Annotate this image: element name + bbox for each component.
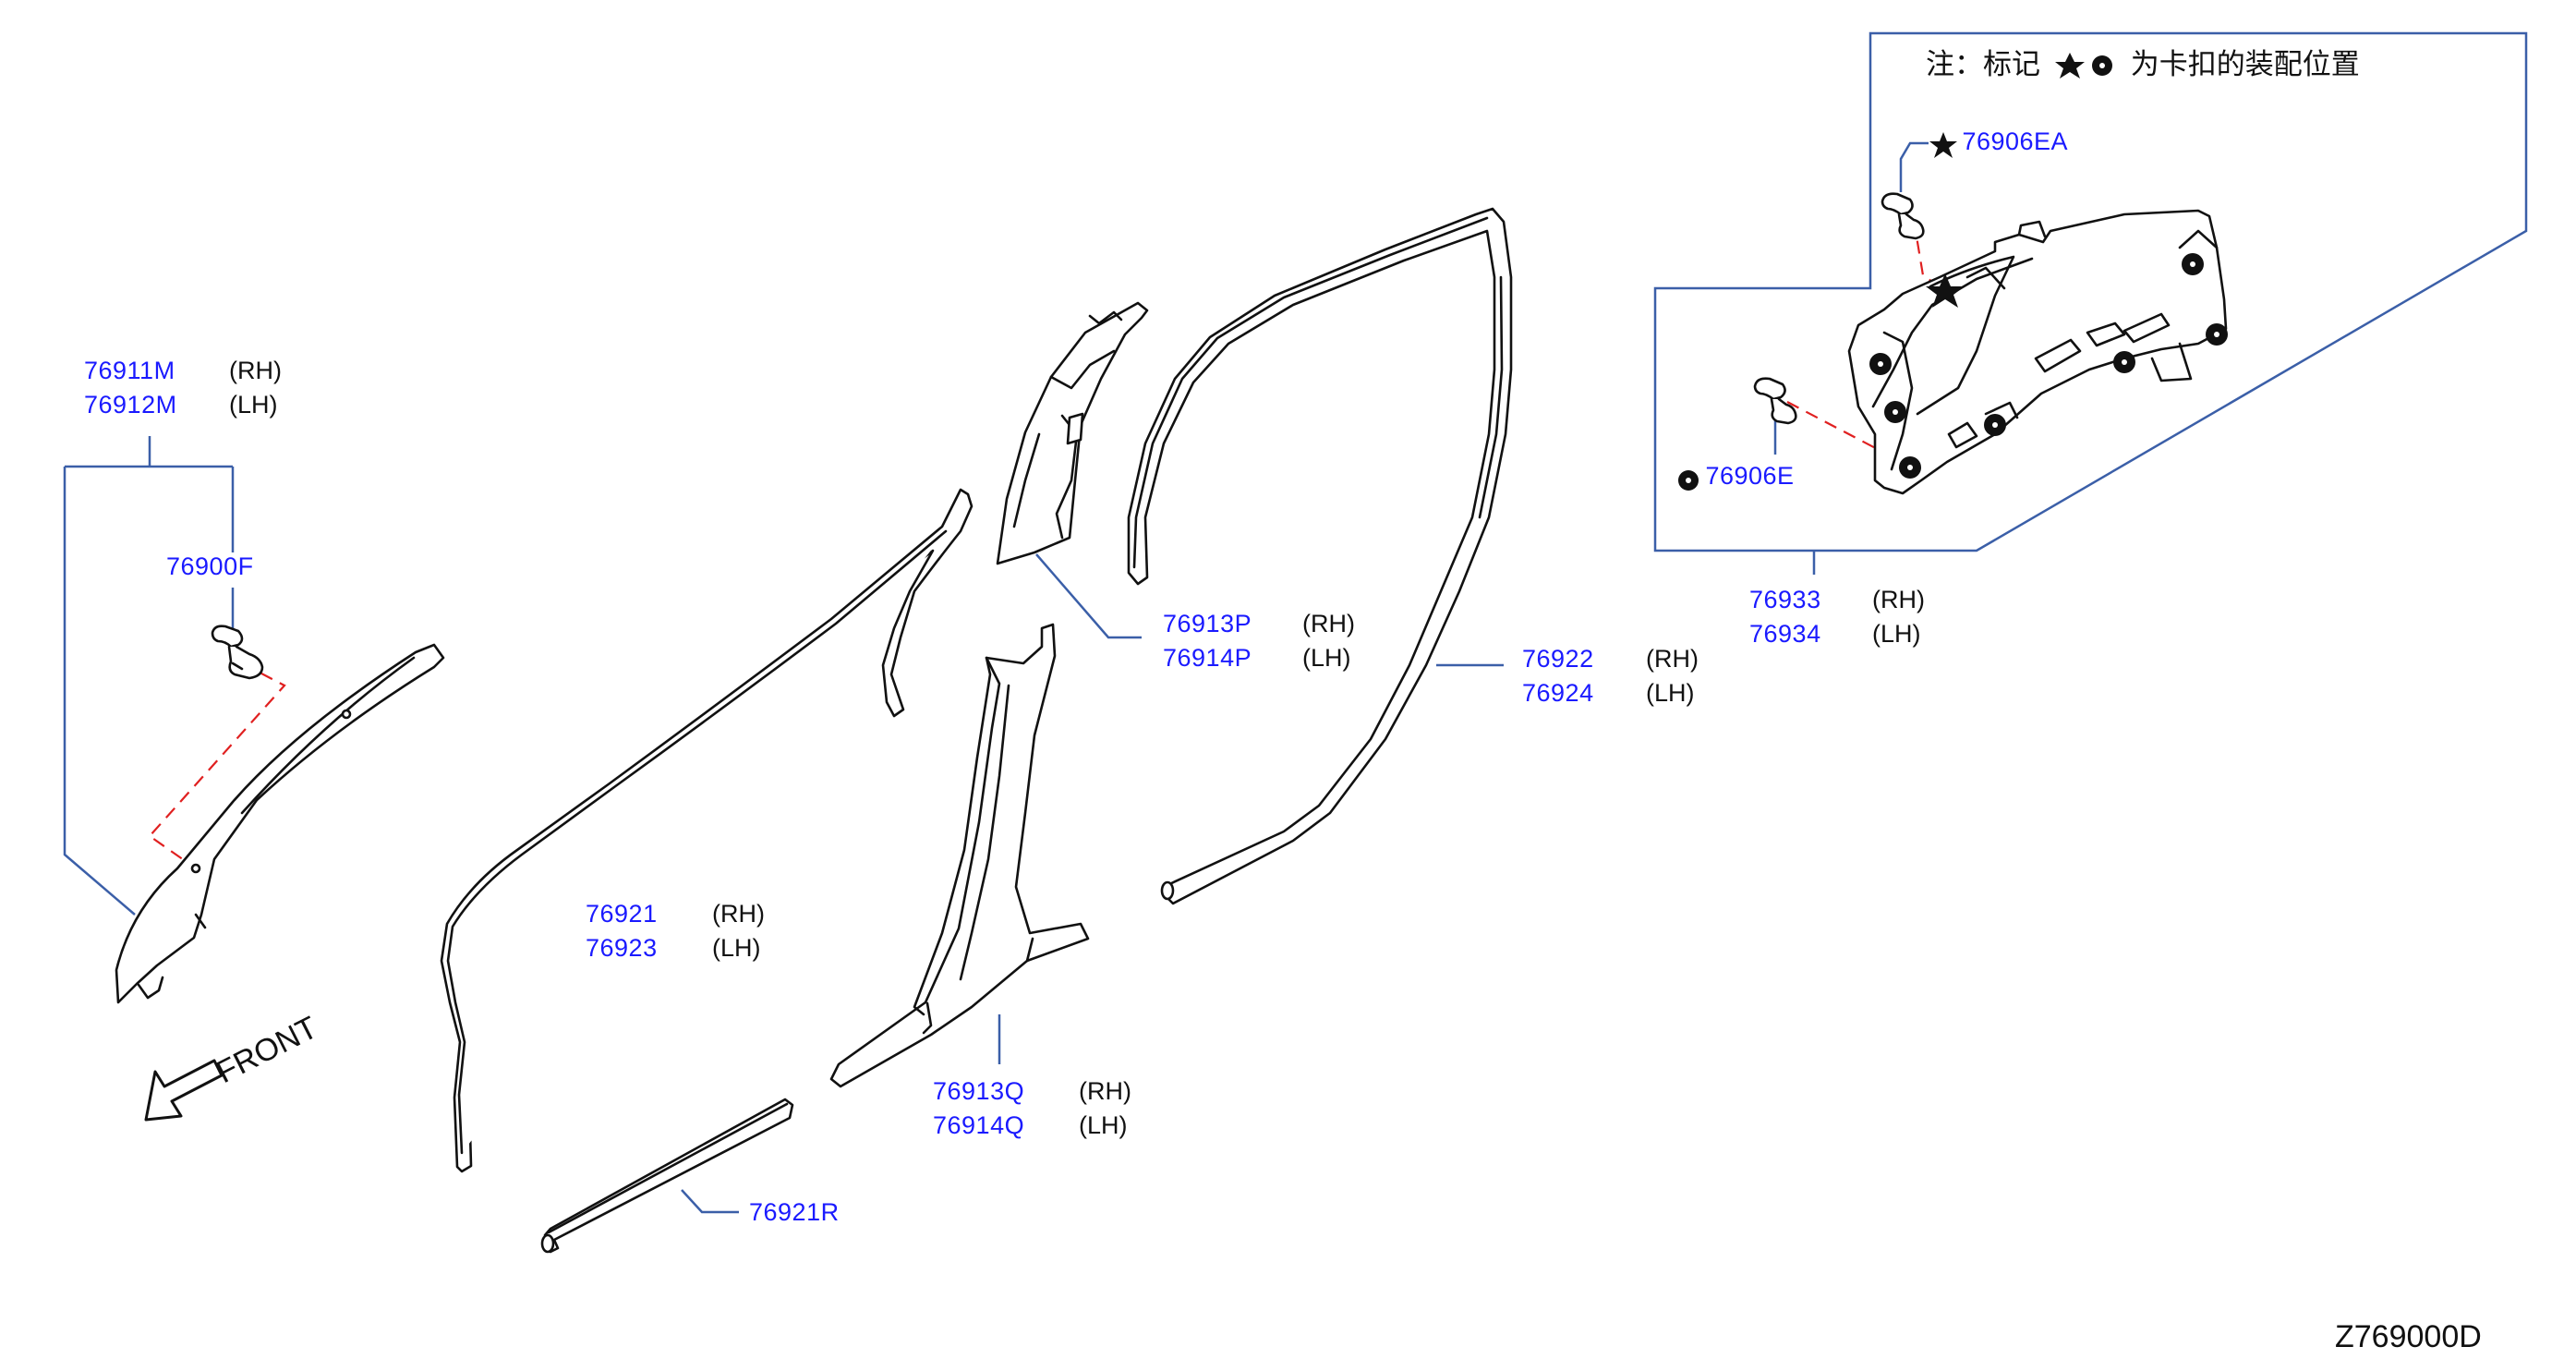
side-rear-trim-rh: (RH) [1872,586,1925,613]
part-number-weatherstrip-rear-rh[interactable]: 76922 [1522,645,1594,673]
part-number-clip-star[interactable]: 76906EA [1962,127,2069,155]
side-rear-trim-lh: (LH) [1872,620,1921,648]
part-number-a-pillar-rh[interactable]: 76911M [84,357,175,384]
side-b-pillar-upper-rh: (RH) [1302,610,1355,637]
side-b-pillar-lower-lh: (LH) [1079,1111,1128,1139]
clip-markers [1869,253,2228,479]
part-number-rear-trim-lh[interactable]: 76934 [1749,620,1821,648]
diagram-code: Z769000D [2335,1319,2482,1354]
part-number-clip-dot[interactable]: 76906E [1705,462,1795,490]
rear-trim-callout-box [1653,31,2528,552]
side-a-pillar-lh: (LH) [229,391,278,419]
part-number-b-pillar-lower-lh[interactable]: 76914Q [933,1111,1025,1139]
part-number-weatherstrip-front-rh[interactable]: 76921 [586,900,658,928]
rear-trim-panel [1847,209,2228,495]
part-outlines [115,192,2228,1254]
star-icon [2054,52,2085,79]
leader-weatherstrip-sill [681,1189,739,1214]
side-a-pillar-rh: (RH) [229,357,282,384]
star-icon [1926,273,1965,308]
part-number-rear-trim-rh[interactable]: 76933 [1749,586,1821,613]
side-weatherstrip-rear-rh: (RH) [1646,645,1699,673]
assembly-note: 注：标记 为卡扣的装配位置 [1926,41,2360,82]
weatherstrip-rear [1127,207,1513,905]
side-weatherstrip-front-lh: (LH) [712,934,761,962]
callout-clip-dot: 76906E [1675,462,1795,493]
part-number-a-pillar-lh[interactable]: 76912M [84,391,177,419]
a-pillar-clip [211,625,264,680]
weatherstrip-front [440,488,974,1173]
part-number-weatherstrip-sill[interactable]: 76921R [749,1198,840,1226]
note-prefix: 注：标记 [1926,48,2040,81]
part-number-a-pillar-clip[interactable]: 76900F [166,552,254,580]
callout-clip-star: 76906EA [1929,127,2068,161]
clip-dot-part [1753,377,1797,425]
dashed-clip-dot [1786,401,1885,454]
part-number-b-pillar-upper-lh[interactable]: 76914P [1163,644,1252,672]
note-suffix: 为卡扣的装配位置 [2130,48,2360,81]
side-weatherstrip-rear-lh: (LH) [1646,679,1695,707]
note-markers [2054,52,2112,79]
leader-a-pillar [63,436,235,916]
part-number-weatherstrip-front-lh[interactable]: 76923 [586,934,658,962]
dot-icon [1678,469,1699,491]
side-b-pillar-upper-lh: (LH) [1302,644,1351,672]
front-arrow-icon [144,1059,224,1122]
side-b-pillar-lower-rh: (RH) [1079,1077,1131,1105]
side-weatherstrip-front-rh: (RH) [712,900,765,928]
b-pillar-lower [829,623,1090,1088]
leader-lines [63,31,2528,1214]
part-number-weatherstrip-rear-lh[interactable]: 76924 [1522,679,1594,707]
star-icon [1929,131,1957,158]
leader-b-pillar-upper [1035,553,1142,639]
leader-clip-star [1899,141,1929,192]
part-number-b-pillar-upper-rh[interactable]: 76913P [1163,610,1252,637]
a-pillar-garnish [115,643,445,1004]
b-pillar-upper [996,301,1149,565]
clip-star-part [1881,192,1925,240]
dashed-a-pillar-clip [148,662,286,869]
weatherstrip-sill [540,1098,794,1254]
part-number-b-pillar-lower-rh[interactable]: 76913Q [933,1077,1025,1105]
